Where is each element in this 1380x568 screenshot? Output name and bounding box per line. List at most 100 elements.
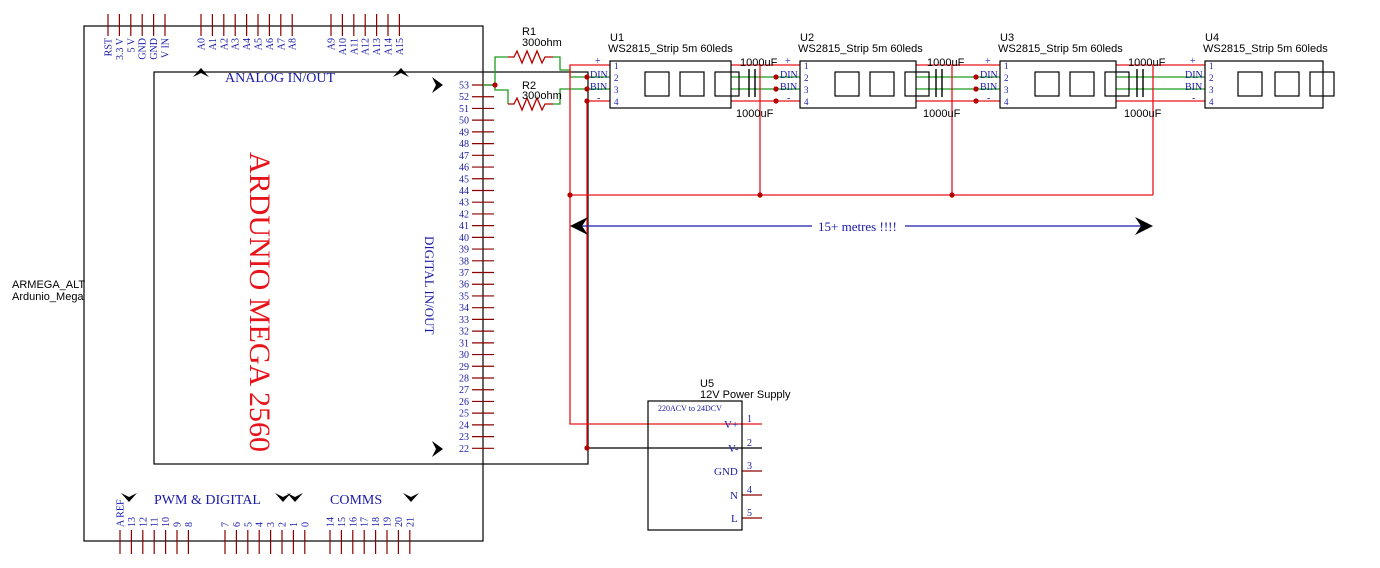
junction-dot — [584, 98, 590, 104]
junction-dot — [973, 86, 979, 92]
board-pin-label: 37 — [459, 268, 469, 279]
board-pin-label: 40 — [459, 233, 469, 244]
strip-pin-number: 2 — [1209, 73, 1214, 83]
psu-pin-number: 4 — [747, 485, 752, 496]
board-pin-label: 2 — [278, 522, 289, 527]
board-pin-label: 27 — [459, 385, 469, 396]
board-pin-label: 3.3 V — [115, 37, 126, 60]
board-pin-label: 38 — [459, 256, 469, 267]
board-pin-label: 18 — [371, 517, 382, 527]
board-pin-label: 8 — [184, 522, 195, 527]
board-pin-label: 30 — [459, 350, 469, 361]
pwm-section-label: PWM & DIGITAL — [154, 493, 261, 508]
psu-pin-number: 5 — [747, 508, 752, 519]
strip-value: WS2815_Strip 5m 60leds — [998, 43, 1123, 55]
resistor-value: 300ohm — [522, 37, 562, 49]
board-pin-label: 15 — [337, 517, 348, 527]
arduino-board: ARMEGA_ALT Ardunio_Mega ARDUNIO MEGA 256… — [12, 14, 589, 554]
board-pin-label: A7 — [276, 38, 287, 50]
strip-value: WS2815_Strip 5m 60leds — [608, 43, 733, 55]
board-pin-label: 26 — [459, 397, 469, 408]
psu-pin-number: 3 — [747, 461, 752, 472]
led-chip — [1237, 71, 1263, 97]
strip-pin-number: 4 — [614, 97, 619, 107]
junction-dot — [773, 74, 779, 80]
strip-pin-number: 2 — [1004, 73, 1009, 83]
board-pin-label: A4 — [242, 38, 253, 50]
board-pin-label: 52 — [459, 92, 469, 103]
strip-body — [999, 60, 1117, 109]
board-pin-label: A13 — [372, 38, 383, 55]
psu-pin-name: V+ — [724, 419, 738, 431]
strip-minus-label: - — [787, 93, 790, 104]
board-ref: ARMEGA_ALT — [12, 279, 85, 291]
strip-ref: U3 — [1000, 32, 1014, 44]
strip-ref: U4 — [1205, 32, 1219, 44]
strip-body — [1204, 60, 1324, 109]
strip-din-label: DIN — [980, 70, 998, 81]
board-pin-label: 53 — [459, 81, 469, 92]
board-pin-label: A14 — [384, 38, 395, 55]
board-pin-label: 3 — [266, 522, 277, 527]
led-chip — [1069, 71, 1095, 97]
board-pin-label: 49 — [459, 127, 469, 138]
junction-dot — [773, 86, 779, 92]
led-chip — [1104, 71, 1130, 97]
board-pin-label: A10 — [338, 38, 349, 55]
capacitor-value: 1000uF — [736, 108, 774, 120]
psu-ref: U5 — [700, 378, 714, 390]
led-chip — [869, 71, 895, 97]
strip-pin-number: 3 — [804, 85, 809, 95]
capacitor-value: 1000uF — [1124, 108, 1162, 120]
board-pin-label: 20 — [394, 517, 405, 527]
strip-ref: U1 — [610, 32, 624, 44]
strip-body — [799, 60, 917, 109]
strip-bin-label: BIN — [780, 82, 797, 93]
length-dimension: 15+ metres !!!! — [570, 217, 1153, 235]
board-title: ARDUNIO MEGA 2560 — [243, 152, 276, 452]
strip-pin-number: 3 — [614, 85, 619, 95]
board-pin-label: 5 — [243, 522, 254, 527]
board-pin-label: A3 — [231, 38, 242, 50]
strip-value: WS2815_Strip 5m 60leds — [1203, 43, 1328, 55]
strip-pin-number: 3 — [1004, 85, 1009, 95]
led-chip — [1309, 71, 1335, 97]
board-pin-label: 12 — [138, 517, 149, 527]
dimension-label: 15+ metres !!!! — [818, 219, 897, 234]
capacitor-value: 1000uF — [927, 57, 965, 69]
resistor-ref: R1 — [522, 26, 536, 38]
strip-body — [609, 60, 732, 109]
led-chip — [679, 71, 705, 97]
board-pin-label: A12 — [361, 38, 372, 55]
resistor-r2: R2 300ohm — [508, 80, 562, 112]
junction-dot — [584, 445, 590, 451]
chevron-up-icon — [193, 68, 209, 77]
board-pin-label: A15 — [395, 38, 406, 55]
junction-dot — [584, 86, 590, 92]
strip-plus-label: + — [985, 56, 991, 67]
board-pin-label: 51 — [459, 104, 469, 115]
board-pin-label: A2 — [219, 38, 230, 50]
chevron-up-icon — [393, 68, 409, 77]
board-pin-label: 0 — [300, 522, 311, 527]
chevron-down-icon — [403, 493, 419, 502]
resistor-ref: R2 — [522, 80, 536, 92]
strip-value: WS2815_Strip 5m 60leds — [798, 43, 923, 55]
chevron-down-icon — [275, 493, 291, 502]
strip-bin-label: BIN — [1185, 82, 1202, 93]
psu-body — [647, 400, 743, 531]
resistor-value: 300ohm — [522, 90, 562, 102]
strip-minus-label: - — [1192, 93, 1195, 104]
strip-pin-number: 1 — [804, 61, 809, 71]
power-wire — [916, 64, 953, 195]
led-chip — [834, 71, 860, 97]
resistor-body — [508, 96, 553, 112]
strip-pin-number: 1 — [1209, 61, 1214, 71]
board-pin-label: 35 — [459, 291, 469, 302]
board-pin-label: 14 — [326, 517, 337, 527]
arrow-right-icon — [1135, 217, 1153, 235]
